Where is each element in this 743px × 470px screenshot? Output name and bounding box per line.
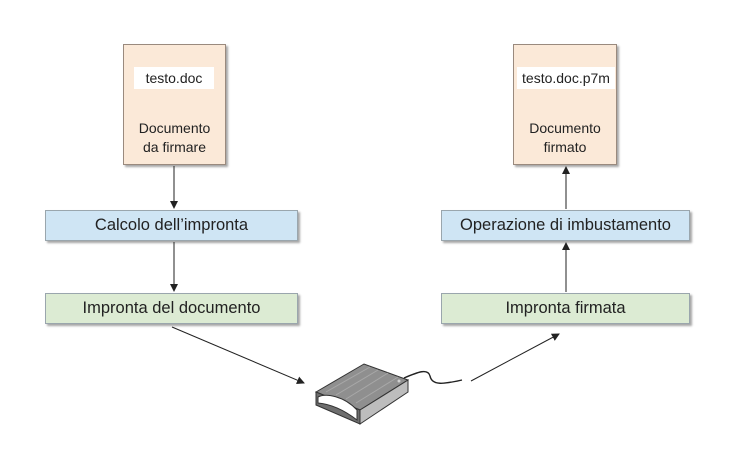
signed-document: testo.doc.p7m Documento firmato (513, 44, 617, 165)
arrow-reader-to-signed (470, 333, 560, 382)
fingerprint-calculation-box: Calcolo dell’impronta (45, 210, 298, 241)
document-to-sign: testo.doc Documento da firmare (123, 44, 226, 165)
file-name-label: testo.doc (134, 67, 214, 89)
document-caption-line2: da firmare (142, 139, 207, 155)
document-caption-line1: Documento (138, 120, 211, 136)
document-caption-line2: firmato (543, 139, 587, 155)
arrow-fingerprint-to-reader (171, 326, 305, 384)
document-fingerprint-box: Impronta del documento (45, 293, 298, 324)
signed-fingerprint-box: Impronta firmata (441, 293, 690, 324)
envelope-operation-box: Operazione di imbustamento (441, 210, 690, 241)
file-name-label: testo.doc.p7m (517, 67, 615, 89)
document-caption-line1: Documento (529, 120, 601, 136)
smart-card-reader-icon (314, 363, 463, 425)
